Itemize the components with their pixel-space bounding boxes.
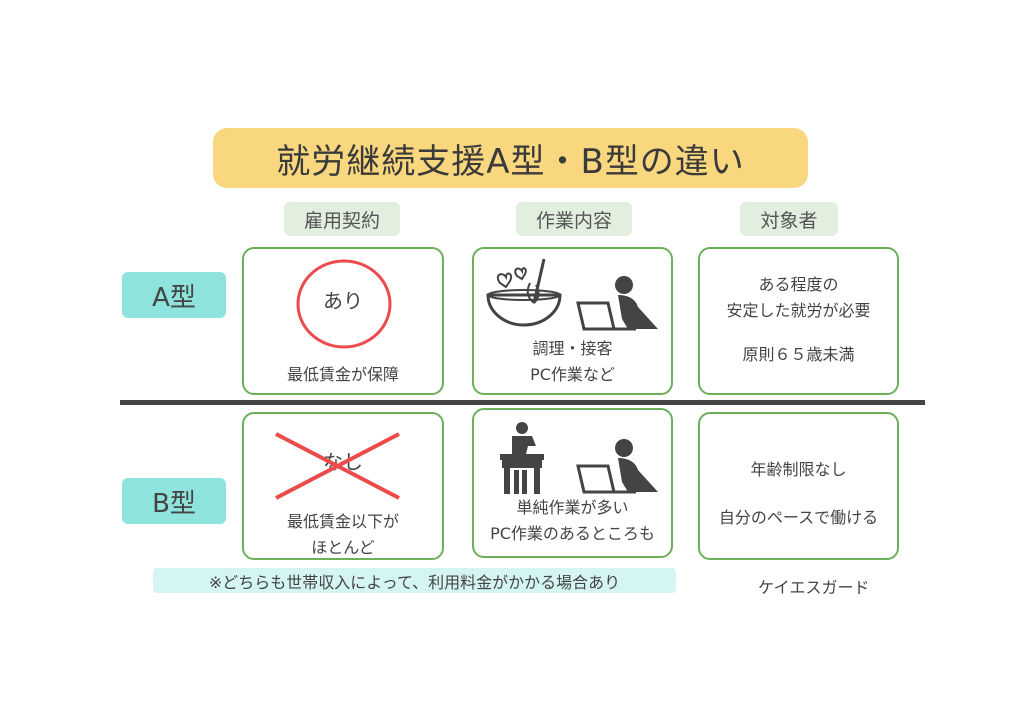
- contract-line2: ほとんど: [311, 538, 375, 557]
- target-line2: 安定した就労が必要: [726, 301, 871, 320]
- card-b-contract: なし 最低賃金以下が ほとんど: [242, 412, 444, 560]
- card-a-work: 調理・接客 PC作業など: [472, 247, 673, 395]
- cooking-bowl-icon: [486, 258, 562, 327]
- target-line3: 原則６５歳未満: [742, 345, 855, 364]
- card-a-target: ある程度の 安定した就労が必要 原則６５歳未満: [698, 247, 899, 395]
- card-a-contract: あり 最低賃金が保障: [242, 247, 444, 395]
- pc-worker-icon: [576, 276, 658, 331]
- contract-text: 最低賃金が保障: [286, 365, 399, 384]
- work-line1: 単純作業が多い: [516, 498, 629, 517]
- page-title: 就労継続支援A型・B型の違い: [213, 128, 808, 188]
- card-b-target: 年齢制限なし 自分のペースで働ける: [698, 412, 899, 560]
- contract-mark-yes: あり: [323, 289, 363, 313]
- work-line1: 調理・接客: [532, 339, 613, 358]
- work-line2: PC作業など: [530, 365, 615, 384]
- circle-mark-icon: [296, 259, 392, 349]
- cross-mark-icon: [275, 432, 400, 500]
- credit: ケイエスガード: [758, 578, 870, 597]
- work-line2: PC作業のあるところも: [490, 524, 655, 543]
- row-label-a: A型: [122, 272, 226, 318]
- contract-line1: 最低賃金以下が: [286, 512, 399, 531]
- target-line2: 自分のペースで働ける: [718, 508, 879, 527]
- row-label-b: B型: [122, 478, 226, 524]
- pc-worker-icon: [576, 439, 658, 494]
- column-header-work: 作業内容: [516, 202, 632, 236]
- column-header-contract: 雇用契約: [284, 202, 400, 236]
- card-b-work: 単純作業が多い PC作業のあるところも: [472, 408, 673, 558]
- row-divider: [120, 400, 925, 405]
- target-line1: ある程度の: [758, 275, 839, 294]
- target-line1: 年齢制限なし: [750, 460, 847, 479]
- column-header-target: 対象者: [740, 202, 838, 236]
- desk-worker-icon: [500, 422, 544, 494]
- footnote: ※どちらも世帯収入によって、利用料金がかかる場合あり: [153, 568, 676, 593]
